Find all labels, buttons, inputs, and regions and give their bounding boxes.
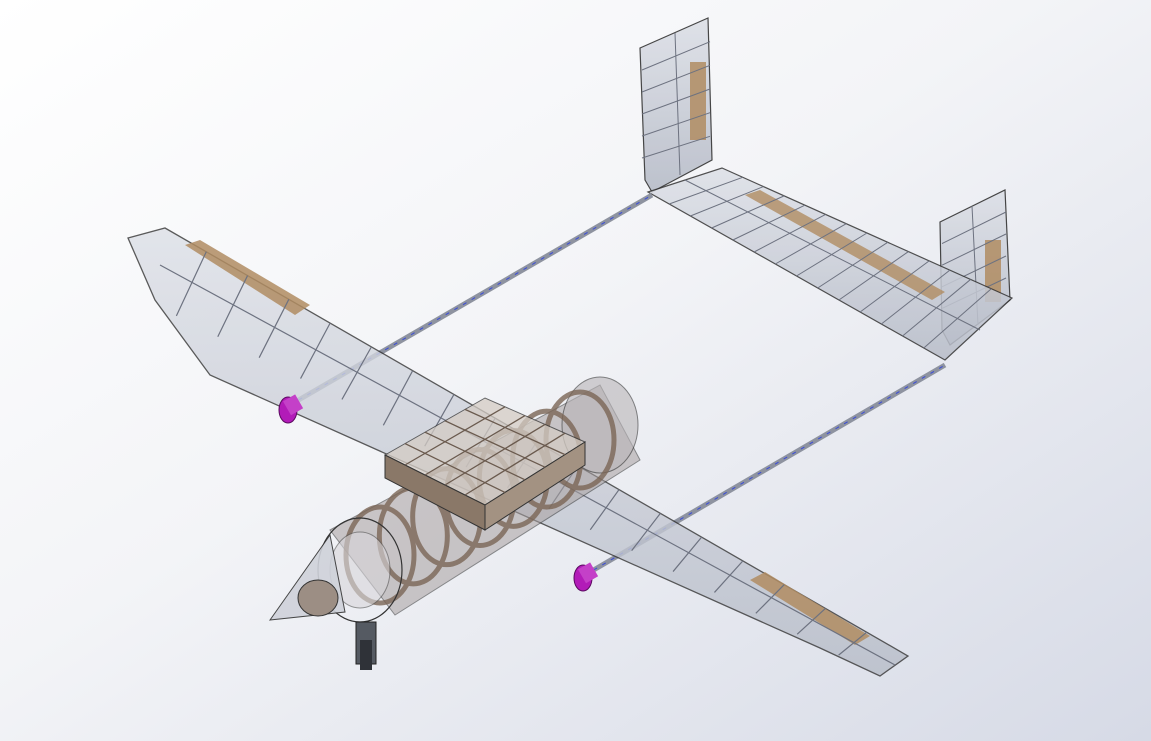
motor-right: [573, 562, 599, 592]
wing-rib: [589, 489, 620, 531]
wing-rib: [217, 275, 249, 338]
fin-rib: [641, 112, 711, 137]
box-divider: [464, 432, 566, 496]
wing-rib: [796, 608, 826, 635]
box-divider: [424, 431, 526, 481]
fin-rib: [641, 135, 711, 159]
wing-rib: [631, 512, 661, 552]
wing-rib: [755, 584, 785, 614]
wing-rib: [672, 536, 703, 572]
tail-spar: [684, 179, 981, 331]
wing-rib: [713, 560, 744, 593]
wing-rib: [300, 322, 331, 379]
fin-rib: [941, 211, 1007, 245]
wing-rib: [341, 346, 372, 400]
horizontal-stabilizer[interactable]: [646, 167, 1014, 361]
fin-rib: [641, 88, 711, 115]
fin-spar: [674, 32, 681, 176]
box-divider: [444, 423, 546, 486]
box-divider: [444, 420, 546, 468]
box-divider: [404, 443, 506, 493]
wing-rib: [258, 299, 290, 358]
box-divider: [424, 415, 526, 476]
wing-rib: [175, 251, 207, 317]
landing-gear: [355, 621, 377, 670]
box-divider: [464, 408, 566, 456]
payload-box[interactable]: [383, 397, 587, 531]
wing-rib: [382, 370, 414, 426]
motor-left: [278, 394, 304, 424]
wing-rib: [838, 631, 868, 656]
fin-rib: [641, 64, 711, 93]
box-divider: [404, 406, 506, 466]
vertical-fin-left[interactable]: [639, 17, 713, 193]
